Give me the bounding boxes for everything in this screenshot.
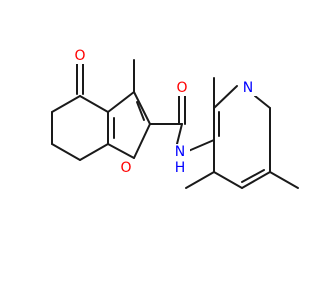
amide-nitrogen-label: N — [175, 144, 185, 160]
bond — [213, 85, 238, 109]
furan-oxygen-bg — [118, 160, 134, 176]
amide-hydrogen-label: H — [175, 160, 186, 176]
bond — [254, 95, 271, 109]
bond — [241, 171, 271, 189]
ketone-oxygen-bg — [72, 48, 88, 64]
pyridine-nitrogen-bg — [239, 80, 257, 96]
bond — [107, 91, 135, 113]
bond — [269, 171, 299, 189]
bonds — [51, 59, 299, 189]
bond — [185, 171, 215, 189]
bond — [79, 143, 109, 161]
amide-oxygen-bg — [174, 80, 190, 96]
bond — [51, 95, 81, 113]
bond — [79, 95, 109, 113]
amide-oxygen-label: O — [176, 80, 187, 96]
bond — [241, 169, 265, 183]
bond — [133, 123, 151, 159]
atom-labels: O O O N H N — [72, 48, 257, 176]
bond — [213, 171, 243, 189]
amide-hydrogen-bg — [172, 160, 190, 176]
ketone-oxygen-label: O — [74, 48, 85, 64]
bond — [185, 139, 215, 153]
furan-oxygen-label: O — [120, 160, 131, 176]
pyridine-nitrogen-label: N — [243, 80, 253, 96]
amide-nitrogen-bg — [172, 144, 190, 160]
bond — [136, 101, 145, 121]
bond — [107, 143, 135, 159]
bond — [133, 91, 151, 125]
bond — [51, 143, 81, 161]
molecule-diagram: O O O N H N — [51, 48, 299, 189]
